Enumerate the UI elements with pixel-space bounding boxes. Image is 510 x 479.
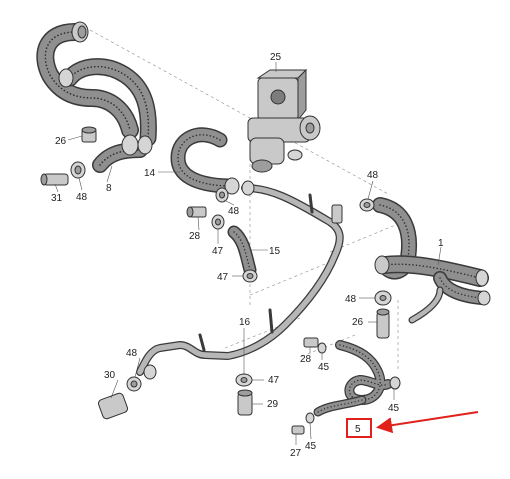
callout-45-upper: 45 — [318, 362, 330, 373]
connector-28-lower — [303, 337, 319, 348]
valve-25 — [247, 68, 321, 173]
callout-29: 29 — [267, 399, 279, 410]
callout-48-lower-left: 48 — [126, 348, 138, 359]
callout-14: 14 — [144, 168, 156, 179]
connector-26-upper — [81, 126, 97, 143]
callout-48-right-lower: 48 — [345, 294, 357, 305]
connector-30 — [97, 392, 129, 420]
highlight-box — [346, 418, 372, 438]
callout-28-lower: 28 — [300, 354, 312, 365]
callout-47-upper: 47 — [212, 246, 224, 257]
callout-26-upper: 26 — [55, 136, 67, 147]
clamp-47-middle — [242, 269, 258, 283]
callout-45-right: 45 — [388, 403, 400, 414]
clamp-47-upper — [211, 214, 225, 230]
callout-25: 25 — [270, 52, 282, 63]
clamp-48-right-lower — [374, 290, 392, 306]
callout-48-right-upper: 48 — [367, 170, 379, 181]
connector-29 — [237, 389, 253, 416]
callout-47-middle: 47 — [217, 272, 229, 283]
connector-28-upper — [186, 206, 207, 218]
connector-27 — [291, 425, 305, 435]
callout-1: 1 — [438, 238, 444, 249]
hose-5 — [313, 340, 401, 417]
clamp-45-upper — [317, 342, 327, 354]
hose-15 — [227, 225, 257, 277]
clamp-47-lower — [235, 373, 253, 387]
callout-15: 15 — [269, 246, 281, 257]
highlight-arrow — [376, 411, 479, 434]
callout-30: 30 — [104, 370, 116, 381]
callout-48-center: 48 — [228, 206, 240, 217]
highlight-part-5: 5 — [346, 411, 479, 438]
clamp-45-lower — [305, 412, 315, 424]
pipe-16 — [136, 180, 344, 380]
connector-26-right — [376, 308, 390, 339]
callout-5: 5 — [355, 424, 361, 435]
callout-31: 31 — [51, 193, 63, 204]
clamp-48-left — [70, 161, 86, 179]
hose-14 — [170, 127, 240, 195]
callout-48-left: 48 — [76, 192, 88, 203]
callout-8: 8 — [106, 183, 112, 194]
callout-16: 16 — [239, 317, 251, 328]
clamp-48-center — [215, 187, 229, 203]
callout-27: 27 — [290, 448, 302, 459]
hose-assembly-8 — [36, 21, 157, 173]
callout-labels: 25 26 14 48 31 8 48 28 47 15 47 48 1 48 … — [51, 52, 444, 459]
hose-assembly-1 — [372, 197, 491, 324]
callout-26-right: 26 — [352, 317, 364, 328]
callout-45-lower: 45 — [305, 441, 317, 452]
connector-31 — [40, 173, 69, 186]
callout-28-upper: 28 — [189, 231, 201, 242]
leader-lines — [54, 62, 442, 445]
callout-47-lower: 47 — [268, 375, 280, 386]
clamp-48-lower-left — [126, 376, 142, 392]
clamp-48-right-upper — [359, 198, 375, 212]
